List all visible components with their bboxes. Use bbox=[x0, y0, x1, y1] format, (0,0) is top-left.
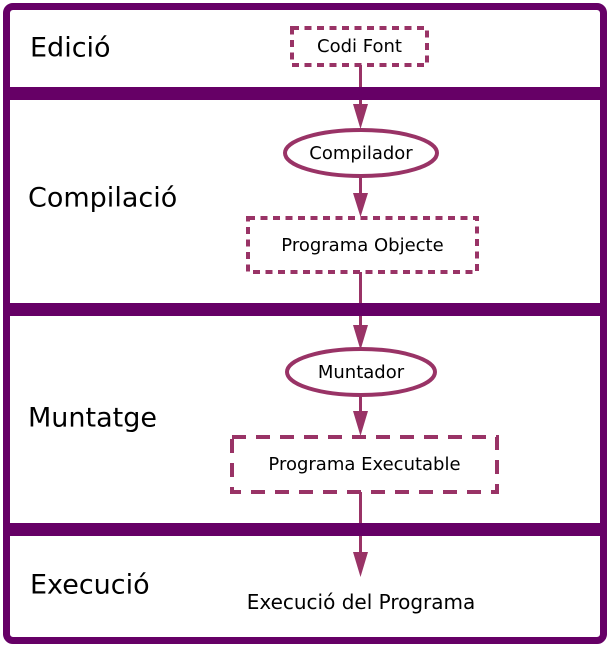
arrow-down-icon bbox=[353, 492, 368, 577]
section-label-muntatge: Muntatge bbox=[28, 402, 157, 434]
compilador-label: Compilador bbox=[309, 142, 413, 164]
section-label-edicio: Edició bbox=[30, 32, 111, 64]
section-label-compilacio: Compilació bbox=[28, 182, 178, 214]
muntador-label: Muntador bbox=[317, 361, 405, 383]
arrow-down-icon bbox=[353, 65, 368, 129]
execucio-del-programa-label: Execució del Programa bbox=[246, 590, 476, 614]
compilador-ellipse bbox=[283, 128, 439, 178]
programa-executable-box bbox=[230, 435, 499, 494]
arrow-down-icon bbox=[353, 395, 368, 436]
programa-objecte-box bbox=[246, 216, 479, 274]
section-label-execucio: Execució bbox=[30, 569, 150, 601]
arrow-down-icon bbox=[353, 272, 368, 350]
codi-font-label: Codi Font bbox=[317, 36, 402, 57]
programa-objecte-label: Programa Objecte bbox=[281, 234, 444, 256]
programa-executable-label: Programa Executable bbox=[268, 454, 461, 475]
arrow-down-icon bbox=[353, 176, 368, 217]
codi-font-box bbox=[290, 26, 429, 67]
muntador-ellipse bbox=[285, 347, 437, 397]
